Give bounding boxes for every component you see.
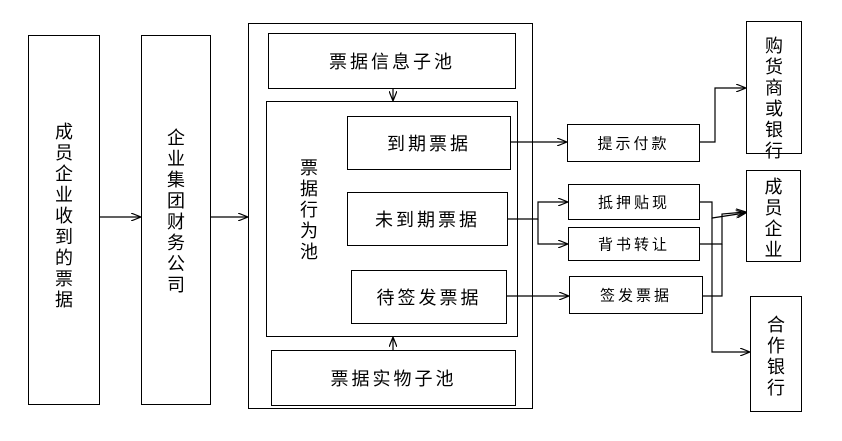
pledge-discount-label: 抵押贴现 [597, 193, 670, 212]
info-subpool-node: 票据信息子池 [268, 33, 516, 89]
partner-bank-node: 合作银行 [750, 296, 802, 412]
present-payment-label: 提示付款 [597, 134, 670, 153]
due-bills-label: 到期票据 [387, 134, 471, 155]
member-enterprise-label: 成员企业 [764, 177, 783, 261]
member-received-bills-node: 成员企业收到的票据 [28, 35, 100, 405]
pledge-discount-node: 抵押贴现 [568, 184, 700, 220]
physical-subpool-label: 票据实物子池 [330, 369, 457, 390]
arrow-issue-to-member [703, 244, 723, 297]
present-payment-node: 提示付款 [567, 124, 700, 162]
buyer-or-bank-node: 购货商或银行 [746, 21, 802, 162]
info-subpool-label: 票据信息子池 [329, 52, 455, 73]
physical-subpool-node: 票据实物子池 [271, 350, 516, 406]
undue-bills-node: 未到期票据 [347, 192, 508, 246]
pending-bills-node: 待签发票据 [351, 270, 507, 324]
finance-company-label: 企业集团财务公司 [167, 128, 185, 296]
pending-bills-label: 待签发票据 [376, 288, 482, 309]
partner-bank-label: 合作银行 [767, 315, 785, 399]
buyer-or-bank-label: 购货商或银行 [765, 36, 783, 162]
arrow-undue-to-endorse [537, 219, 567, 244]
endorse-transfer-label: 背书转让 [597, 235, 670, 254]
arrow-pledge-to-member [700, 201, 745, 219]
member-enterprise-node: 成员企业 [746, 170, 801, 262]
behavior-pool-label: 票据行为池 [300, 158, 318, 263]
arrow-pledge-to-partner [711, 218, 749, 352]
issue-bills-node: 签发票据 [569, 276, 703, 314]
issue-bills-label: 签发票据 [599, 286, 672, 305]
undue-bills-label: 未到期票据 [375, 210, 480, 231]
endorse-transfer-node: 背书转让 [568, 227, 700, 261]
arrow-endorse-to-member [700, 212, 745, 245]
arrow-payment-to-buyer [700, 88, 745, 143]
finance-company-node: 企业集团财务公司 [141, 35, 211, 405]
due-bills-node: 到期票据 [347, 116, 511, 170]
member-received-bills-label: 成员企业收到的票据 [55, 122, 73, 311]
